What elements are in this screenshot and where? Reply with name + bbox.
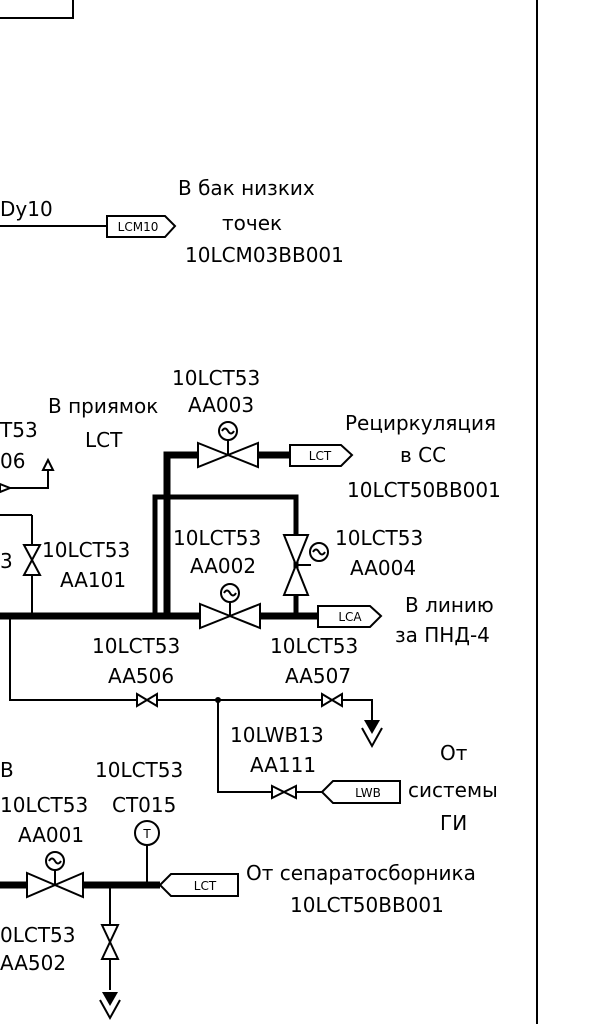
left-t53: T53 (0, 418, 38, 442)
tank-code: 10LCM03BB001 (185, 243, 344, 267)
arrow-left-icon (0, 482, 13, 494)
connector-lct-top-label: LCT (309, 449, 332, 463)
ot-gi-line1: От (440, 741, 468, 765)
pnd-line2: за ПНД-4 (395, 623, 490, 647)
connector-lcm10[interactable]: LCM10 (106, 215, 177, 238)
drain-arrow-icon (41, 457, 55, 471)
connector-lca[interactable]: LCA (317, 605, 383, 628)
recirc-code: 10LCT50BB001 (347, 478, 501, 502)
recirc-line2: в СС (400, 443, 446, 467)
aa506-tag: 10LCT53 (92, 634, 180, 658)
aa502-id: AA502 (0, 951, 66, 975)
ot-gi-line2: системы (408, 778, 498, 802)
connector-lwb[interactable]: LWB (320, 780, 401, 804)
aa001-id: AA001 (18, 823, 84, 847)
aa111-id: AA111 (250, 753, 316, 777)
valve-aa004[interactable] (282, 534, 329, 596)
ct015-tag: 10LCT53 (95, 758, 183, 782)
aa003-id: AA003 (188, 393, 254, 417)
aa004-id: AA004 (350, 556, 416, 580)
valve-aa101[interactable] (22, 544, 42, 576)
connector-lca-label: LCA (338, 610, 362, 624)
connector-lcm10-label: LCM10 (118, 220, 159, 234)
left-06: 06 (0, 449, 25, 473)
valve-aa002[interactable] (199, 583, 261, 630)
aa001-tag: 10LCT53 (0, 793, 88, 817)
ot-sep-label: От сепаратосборника (246, 861, 476, 885)
connector-lct-bottom-label: LCT (194, 879, 217, 893)
instrument-t-label: T (142, 827, 151, 841)
tank-label-line1: В бак низких (178, 176, 315, 200)
valve-aa506[interactable] (136, 692, 158, 708)
ot-gi-line3: ГИ (440, 811, 467, 835)
connector-lct-bottom[interactable]: LCT (158, 873, 239, 897)
valve-aa001[interactable] (26, 851, 84, 899)
valve-aa502[interactable] (100, 924, 120, 960)
valve-aa111[interactable] (271, 784, 297, 800)
priyamok-line (10, 470, 49, 489)
recirc-line1: Рециркуляция (345, 411, 496, 435)
tank-label-line2: точек (222, 211, 282, 235)
aa003-tag: 10LCT53 (172, 366, 260, 390)
dy10-label: Dy10 (0, 197, 53, 221)
lwb-line (217, 700, 272, 793)
aa507-tag: 10LCT53 (270, 634, 358, 658)
ct015-id: CT015 (112, 793, 176, 817)
aa004-tag: 10LCT53 (335, 526, 423, 550)
aa111-tag: 10LWB13 (230, 723, 324, 747)
priyamok-line1: В приямок (48, 394, 158, 418)
sep-code: 10LCT50BB001 (290, 893, 444, 917)
aa507-id: AA507 (285, 664, 351, 688)
aa502-tag: 0LCT53 (0, 923, 76, 947)
recirc-pipe (163, 451, 198, 616)
aa101-id: AA101 (60, 568, 126, 592)
drain-line-right (342, 699, 373, 720)
drain-funnel-bottom-icon (99, 992, 121, 1021)
priyamok-line2: LCT (85, 428, 123, 452)
aa101-tag: 10LCT53 (42, 538, 130, 562)
top-left-frame (0, 0, 74, 19)
pnd-line1: В линию (405, 593, 494, 617)
instrument-ct015[interactable]: T (134, 820, 160, 846)
aa002-id: AA002 (190, 554, 256, 578)
left-b: B (0, 758, 14, 782)
connector-lct-top[interactable]: LCT (289, 444, 354, 467)
drain-line-left (9, 616, 137, 701)
valve-aa507[interactable] (321, 692, 343, 708)
aa002-tag: 10LCT53 (173, 526, 261, 550)
connector-lwb-label: LWB (355, 786, 381, 800)
aa506-id: AA506 (108, 664, 174, 688)
drain-funnel-icon (361, 720, 383, 749)
aa101-fragment: 3 (0, 549, 13, 573)
valve-aa003[interactable] (197, 421, 259, 469)
